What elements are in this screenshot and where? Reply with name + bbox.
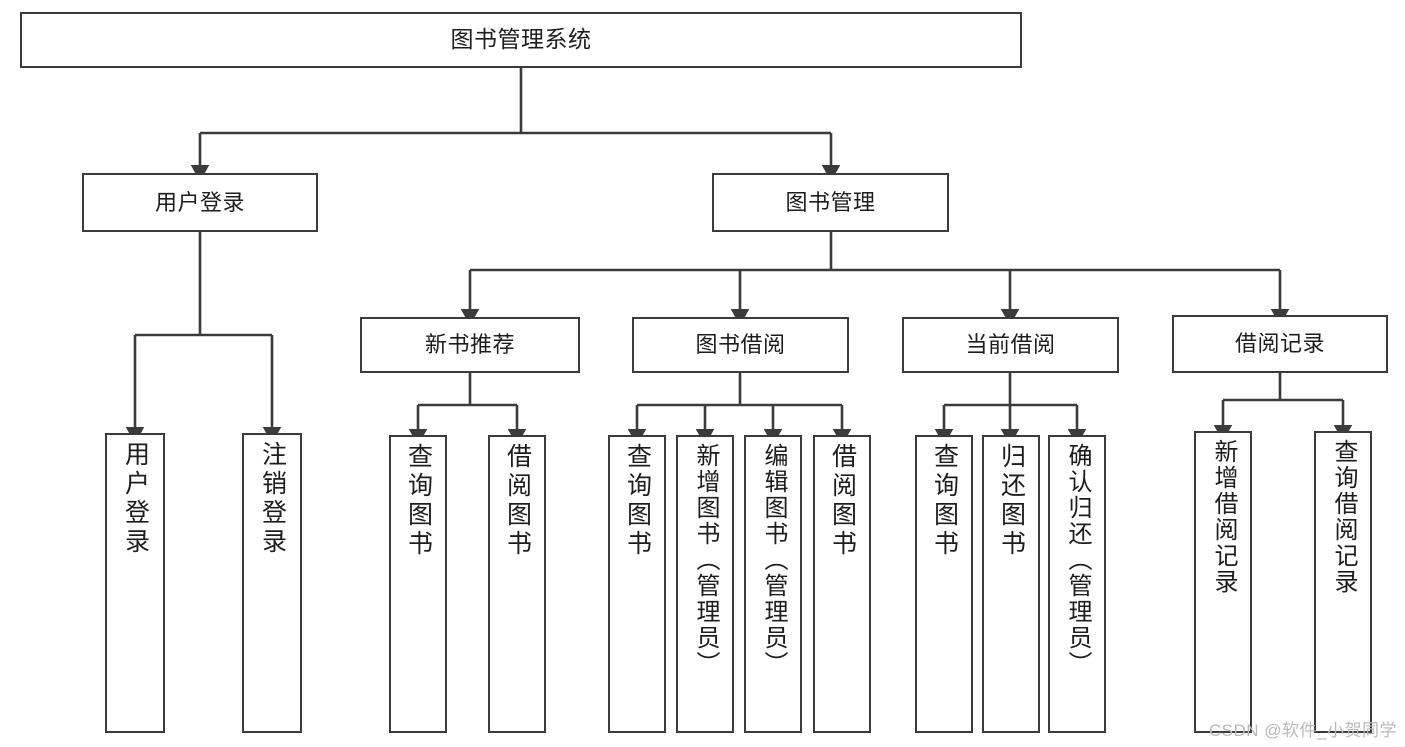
node-label: 新增借阅记录 [1210, 439, 1237, 595]
node-label: 用户登录 [154, 189, 245, 215]
node-user-login[interactable]: 用户登录 [82, 173, 318, 232]
node-confirm-return-admin[interactable]: 确认归还（管理员） [1048, 435, 1106, 733]
node-label: 图书管理 [785, 189, 876, 215]
node-user-login-leaf[interactable]: 用户登录 [105, 433, 165, 733]
node-label: 图书借阅 [695, 332, 786, 358]
node-logout-leaf[interactable]: 注销登录 [242, 433, 302, 733]
node-current-borrowing[interactable]: 当前借阅 [902, 317, 1119, 373]
node-query-borrow-record[interactable]: 查询借阅记录 [1314, 431, 1372, 733]
node-label: 注销登录 [258, 441, 287, 557]
node-label: 借阅图书 [828, 443, 857, 559]
node-label: 图书管理系统 [450, 26, 592, 53]
node-label: 用户登录 [121, 441, 150, 557]
node-borrow-book[interactable]: 借阅图书 [813, 435, 871, 733]
node-query-book-current[interactable]: 查询图书 [915, 435, 973, 733]
node-borrow-book-newbook[interactable]: 借阅图书 [488, 435, 546, 733]
node-label: 查询借阅记录 [1330, 439, 1357, 595]
node-label: 当前借阅 [965, 332, 1056, 358]
node-label: 查询图书 [930, 443, 959, 559]
csdn-watermark: CSDN @软件_小贺同学 [1208, 721, 1397, 740]
node-label: 新增图书（管理员） [692, 443, 719, 677]
node-label: 借阅记录 [1234, 331, 1325, 357]
node-add-book-admin[interactable]: 新增图书（管理员） [676, 435, 734, 733]
node-label: 查询图书 [623, 443, 652, 559]
node-label: 确认归还（管理员） [1064, 443, 1091, 677]
node-label: 归还图书 [997, 443, 1026, 559]
node-query-book-borrow[interactable]: 查询图书 [608, 435, 666, 733]
node-add-borrow-record[interactable]: 新增借阅记录 [1194, 431, 1252, 733]
node-book-management-system[interactable]: 图书管理系统 [20, 12, 1022, 68]
node-label: 借阅图书 [503, 443, 532, 559]
node-label: 新书推荐 [424, 332, 515, 358]
node-query-book-newbook[interactable]: 查询图书 [389, 435, 447, 733]
node-new-book-recommendation[interactable]: 新书推荐 [360, 317, 580, 373]
node-book-borrowing[interactable]: 图书借阅 [632, 317, 849, 373]
node-return-book[interactable]: 归还图书 [982, 435, 1040, 733]
node-borrowing-records[interactable]: 借阅记录 [1172, 315, 1388, 373]
node-label: 编辑图书（管理员） [760, 443, 787, 677]
node-label: 查询图书 [404, 443, 433, 559]
node-book-management[interactable]: 图书管理 [712, 173, 949, 232]
node-edit-book-admin[interactable]: 编辑图书（管理员） [744, 435, 802, 733]
